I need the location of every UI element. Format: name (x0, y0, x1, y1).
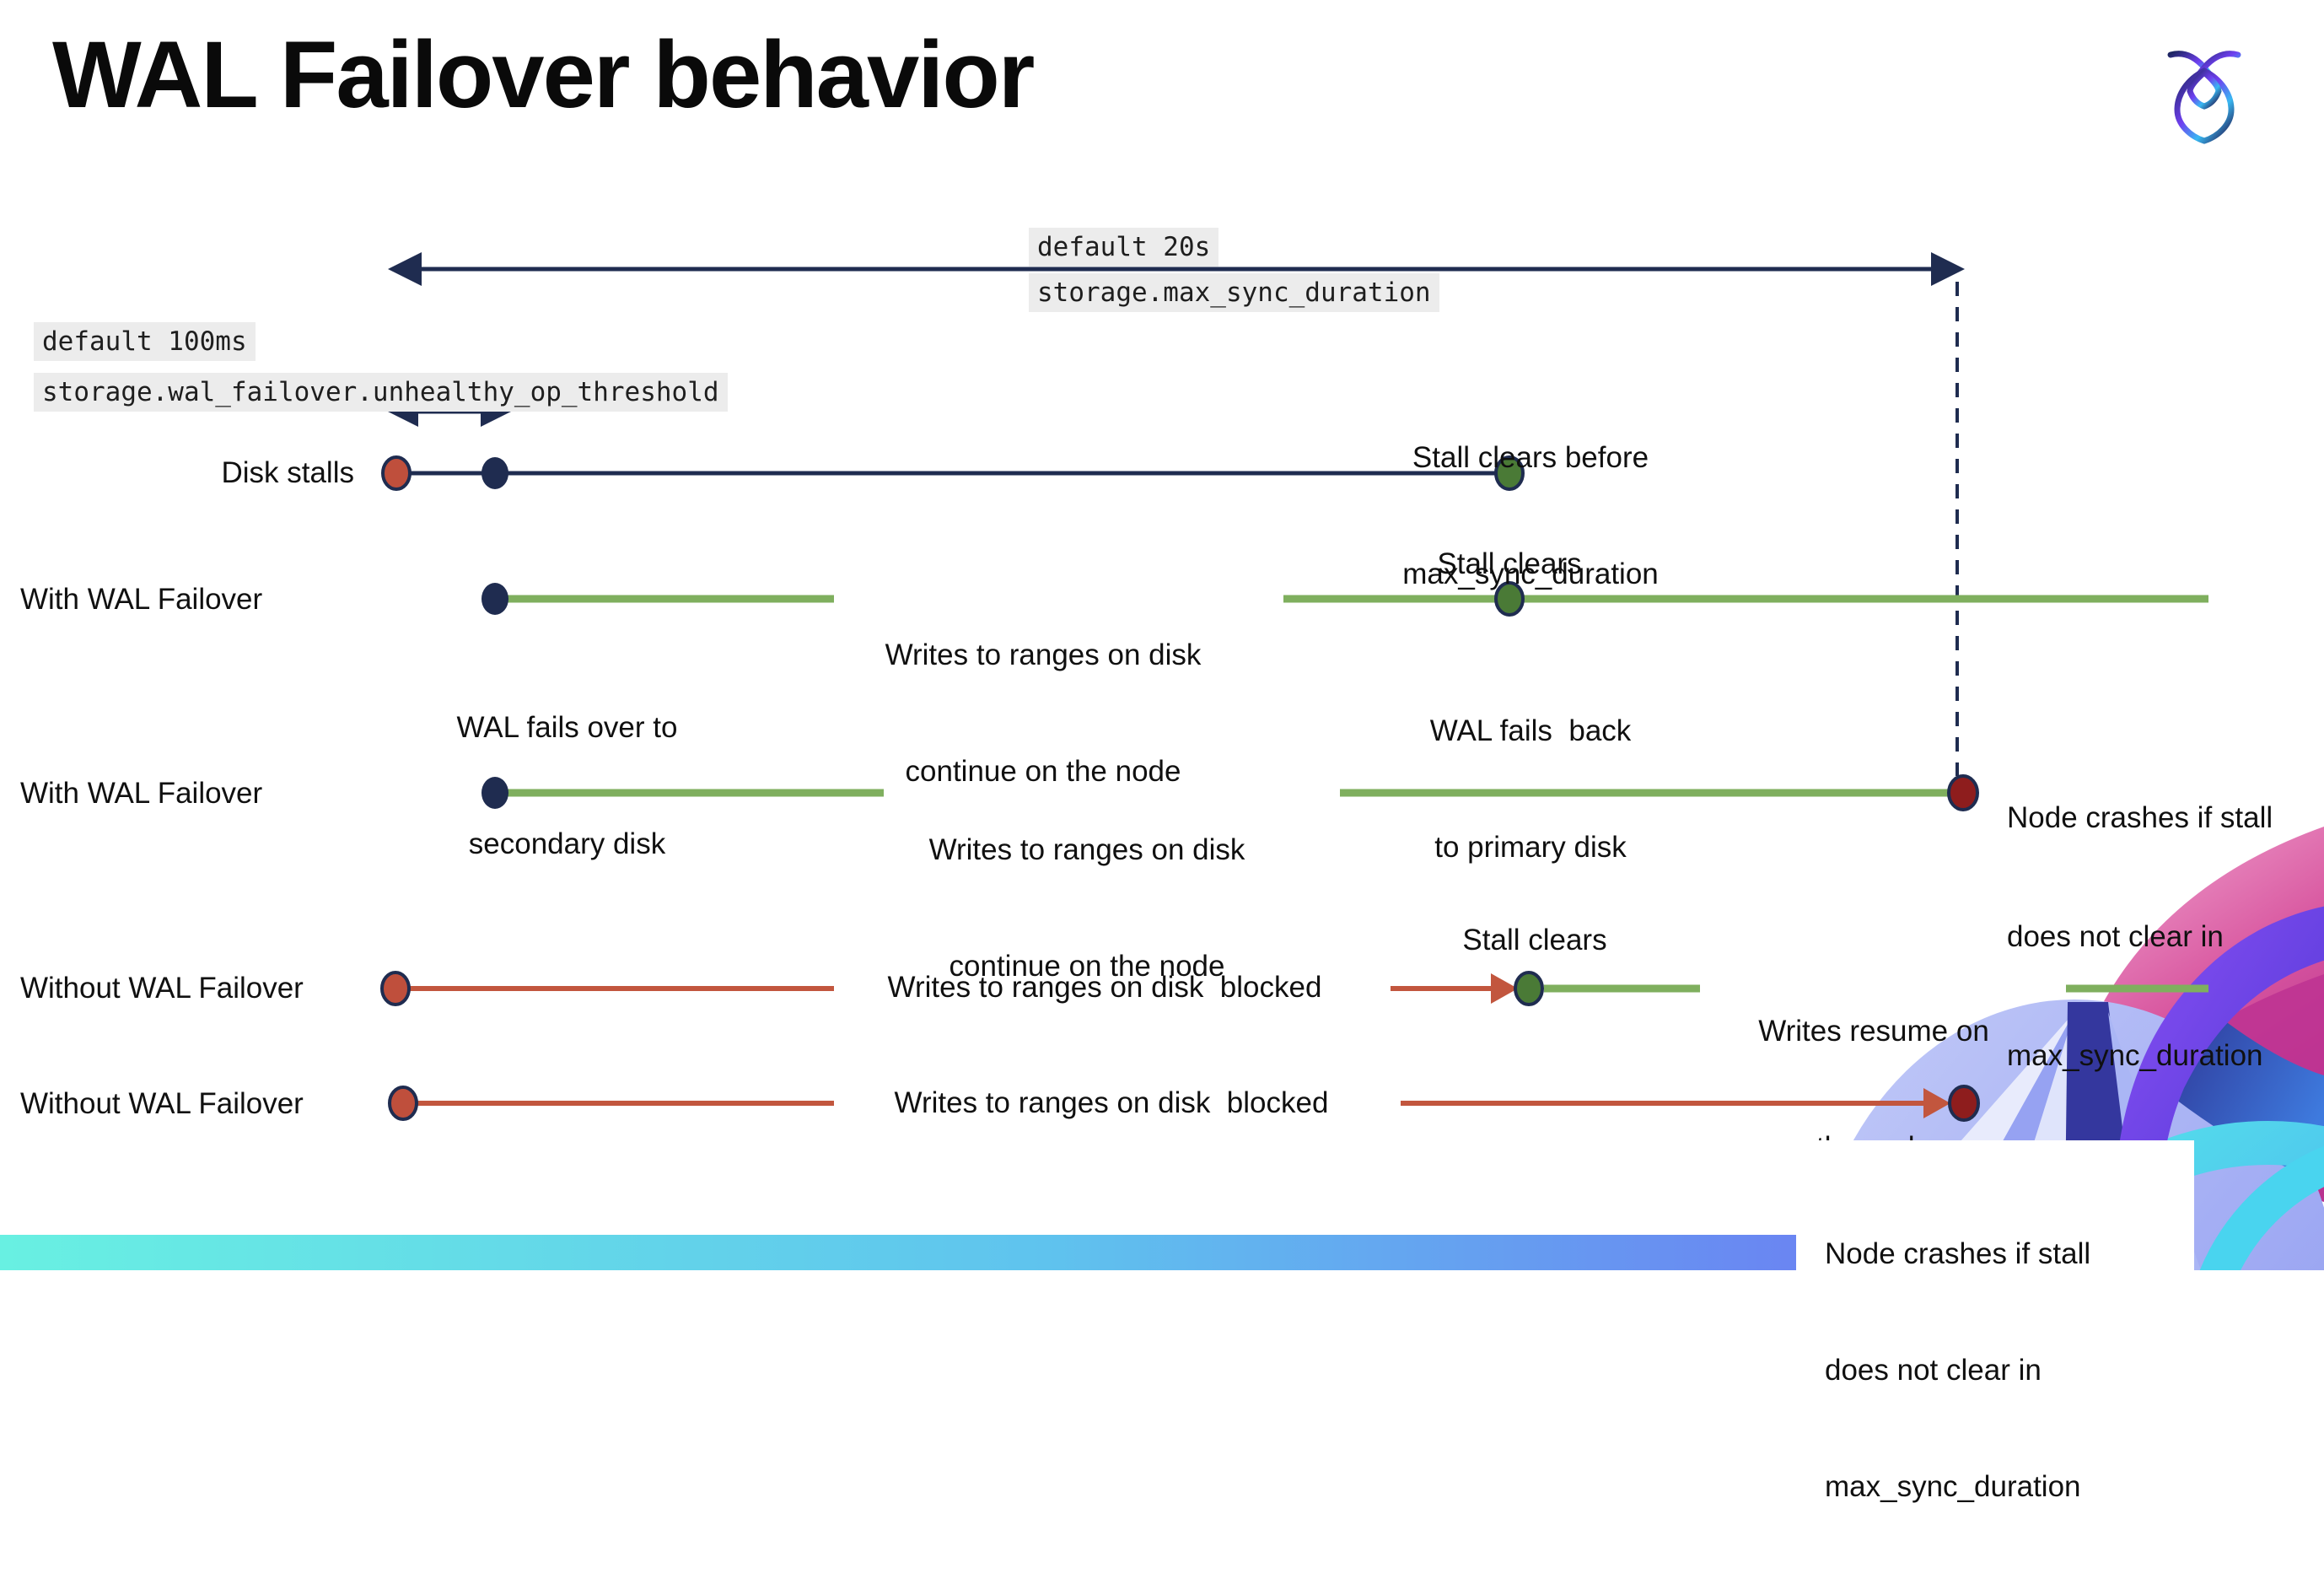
row1-stall-start-dot (381, 455, 412, 491)
row5-label: Without WAL Failover (20, 1087, 304, 1120)
row5-crash-line1: Node crashes if stall (1825, 1237, 2091, 1270)
row3-writes-line2: continue on the node (949, 950, 1225, 983)
row5-writes-text: Writes to ranges on disk blocked (894, 1086, 1329, 1119)
max-sync-setting-label: storage.max_sync_duration (1029, 273, 1439, 312)
row1-label: Disk stalls (221, 456, 354, 489)
row2-stall-clears-text: Stall clears (1437, 547, 1582, 580)
row2-writes-text: Writes to ranges on disk continue on the… (853, 558, 1233, 869)
row2-stall-clears-dot (1494, 581, 1525, 617)
row2-failover-line2: secondary disk (468, 827, 666, 860)
row5-crash-text: Node crashes if stall does not clear in … (1825, 1157, 2090, 1584)
row2-failback-line1: WAL fails back (1429, 714, 1632, 747)
row1-stall-clears-line1: Stall clears before (1412, 441, 1649, 474)
row3-failover-dot (481, 777, 508, 809)
row4-stall-clears-dot (1514, 971, 1544, 1006)
row5-crash-dot (1948, 1085, 1980, 1122)
row4-stall-start-dot (380, 971, 411, 1006)
row5-crash-line3: max_sync_duration (1825, 1470, 2081, 1503)
row2-failback-text: WAL fails back to primary disk (1358, 634, 1703, 945)
logo-body-outline (2174, 67, 2235, 144)
row4-stall-clears-text: Stall clears (1462, 924, 1607, 956)
row4-resume-line1: Writes resume on (1758, 1015, 1989, 1048)
row2-label: With WAL Failover (20, 583, 263, 616)
row3-crash-line1: Node crashes if stall (2007, 801, 2273, 834)
row5-stall-start-dot (388, 1086, 418, 1121)
row2-writes-line2: continue on the node (905, 755, 1181, 788)
timeline-canvas (380, 252, 2208, 1122)
row3-writes-line1: Writes to ranges on disk (928, 833, 1245, 866)
page-title: WAL Failover behavior (52, 22, 1035, 127)
row2-failover-dot (481, 583, 508, 615)
row2-failback-line2: to primary disk (1434, 831, 1627, 864)
row3-crash-line3: max_sync_duration (2007, 1039, 2263, 1072)
row4-label: Without WAL Failover (20, 972, 304, 1005)
row3-crash-text: Node crashes if stall does not clear in … (2007, 719, 2324, 1155)
row3-crash-dot (1947, 774, 1979, 811)
row5-red-arrow-head (1923, 1088, 1950, 1118)
cockroachdb-logo-icon (2167, 51, 2241, 144)
row5-crash-line2: does not clear in (1825, 1354, 2042, 1387)
row3-label: With WAL Failover (20, 777, 263, 810)
row3-writes-text: Writes to ranges on disk continue on the… (897, 753, 1277, 1064)
row4-writes-text: Writes to ranges on disk blocked (887, 971, 1322, 1004)
max-sync-default-label: default 20s (1029, 228, 1219, 267)
row1-stall-clears-dot (1494, 455, 1525, 491)
max-sync-arrow-left-head (388, 252, 422, 286)
art-cyan-arc-1 (2009, 1121, 2324, 1270)
unhealthy-op-default-label: default 100ms (34, 322, 256, 361)
unhealthy-op-setting-label: storage.wal_failover.unhealthy_op_thresh… (34, 373, 728, 412)
row2-failover-line1: WAL fails over to (456, 711, 678, 744)
row1-stall-clears-line2: max_sync_duration (1402, 558, 1659, 590)
row5-crash-card: Node crashes if stall does not clear in … (1796, 1140, 2194, 1503)
row2-failover-text: WAL fails over to secondary disk (396, 631, 738, 941)
text-layer: WAL Failover behavior default 20s storag… (20, 22, 2324, 1164)
row3-crash-line2: does not clear in (2007, 920, 2224, 953)
max-sync-arrow-right-head (1931, 252, 1965, 286)
row4-red-arrow-head (1491, 973, 1518, 1004)
row2-writes-line1: Writes to ranges on disk (885, 638, 1202, 671)
row1-stall-clears-text: Stall clears before max_sync_duration (1358, 361, 1703, 671)
row1-threshold-dot (481, 457, 508, 489)
